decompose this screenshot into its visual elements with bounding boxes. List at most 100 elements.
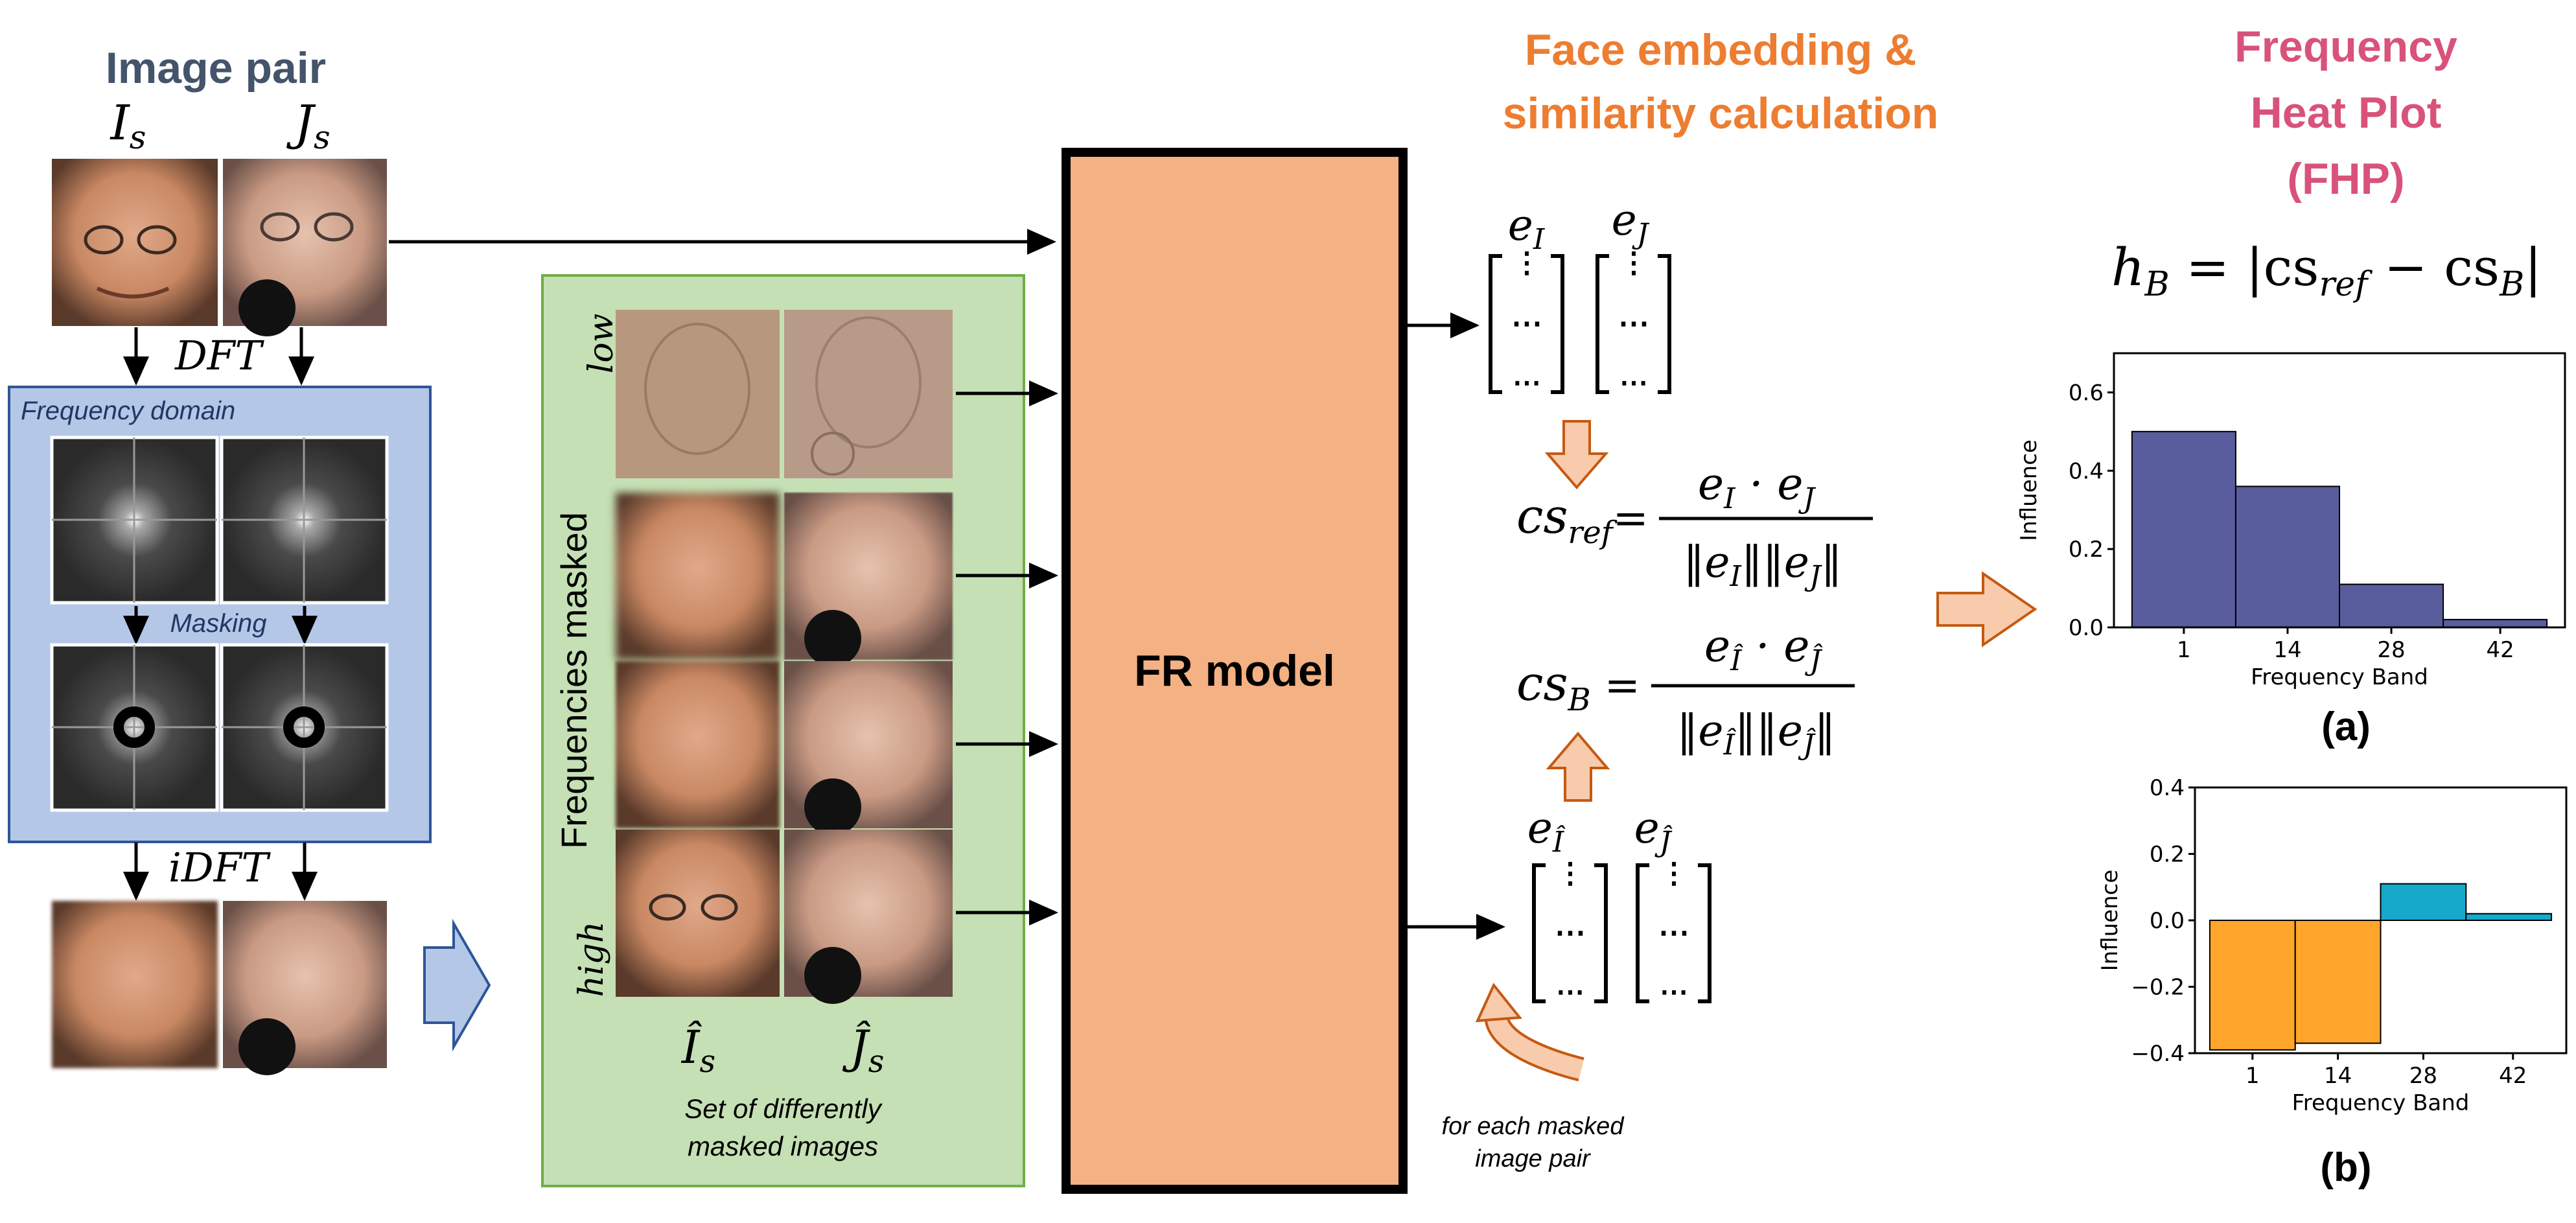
frequencies-masked-label: Frequencies masked <box>553 512 594 849</box>
masked-row-high <box>616 830 953 1004</box>
loop-note-line1: for each masked <box>1442 1113 1625 1140</box>
vector-dots: ⋯ <box>1556 976 1584 1008</box>
spectrum-top-left <box>50 436 219 605</box>
chart-b-ytick-label: 0.4 <box>2150 775 2185 801</box>
chart-a-label: (a) <box>2321 705 2371 749</box>
vector-dots: ⋯ <box>1618 307 1649 341</box>
chart-b-ylabel: Influence <box>2097 870 2123 972</box>
face-image-I-s-reconstructed <box>52 901 218 1068</box>
chart-b-ytick-label: 0.2 <box>2150 842 2185 868</box>
idft-label: iDFT <box>168 844 272 891</box>
label-e-I-hat: eÎ <box>1527 803 1566 859</box>
cs-ref-formula: csref= eI · eJ ‖eI‖‖eJ‖ <box>1516 459 1873 593</box>
label-e-J-hat: eĴ <box>1634 803 1673 859</box>
image-pair-title: Image pair <box>106 43 326 93</box>
loop-arrow-head <box>1475 983 1522 1023</box>
arrow-to-cs-B <box>1546 731 1610 802</box>
fhp-title-line1: Frequency <box>2234 22 2457 71</box>
fhp-title-line3: (FHP) <box>2287 154 2404 204</box>
chart-a-ylabel: Influence <box>2016 439 2042 541</box>
label-I-hat-s: Îs <box>680 1021 715 1080</box>
chart-a-xtick-label: 42 <box>2486 637 2514 663</box>
chart-b-label: (b) <box>2320 1145 2371 1190</box>
face-image-J-s <box>223 159 387 336</box>
chart-b-xtick-label: 1 <box>2245 1063 2260 1089</box>
chart-a-bar-42 <box>2443 618 2548 629</box>
face-image-J-s-reconstructed <box>223 901 387 1075</box>
vector-dots: ⋯ <box>1513 367 1541 399</box>
arrow-to-cs-ref <box>1544 420 1609 490</box>
vector-dots: ⋯ <box>1658 916 1689 950</box>
masking-label: Masking <box>170 609 267 638</box>
block-arrow-to-fhp <box>1936 571 2037 647</box>
chart-a-ytick-label: 0.2 <box>2069 537 2104 563</box>
chart-a-xtick-label: 28 <box>2377 637 2405 663</box>
vector-e-J-hat <box>1636 863 1712 1003</box>
vector-e-J <box>1595 254 1671 394</box>
chart-b-bar-14 <box>2294 920 2382 1044</box>
svg-text:eÎ · eĴ: eÎ · eĴ <box>1704 621 1823 677</box>
fhp-title-line2: Heat Plot <box>2251 88 2442 137</box>
masked-row-3 <box>616 661 953 835</box>
embedding-title-line2: similarity calculation <box>1503 89 1939 138</box>
chart-b-xtick-label: 14 <box>2324 1063 2352 1089</box>
vector-dots: ⋮ <box>1513 247 1541 279</box>
masked-row-2 <box>616 493 953 667</box>
svg-text:hB = |csref − csB|: hB = |csref − csB| <box>2111 237 2542 304</box>
masked-row-low <box>616 310 953 478</box>
fhp-formula: hB = |csref − csB| <box>2111 237 2542 304</box>
chart-a-xlabel: Frequency Band <box>2251 664 2428 690</box>
loop-note-line2: image pair <box>1475 1145 1591 1172</box>
svg-text:‖eÎ‖‖eĴ‖: ‖eÎ‖‖eĴ‖ <box>1677 706 1835 762</box>
chart-a-xtick-label: 14 <box>2273 637 2301 663</box>
cs-B-formula: csB = eÎ · eĴ ‖eÎ‖‖eĴ‖ <box>1516 621 1855 762</box>
low-label: low <box>582 314 621 373</box>
vector-e-I <box>1489 254 1564 394</box>
chart-a-bar-14 <box>2234 485 2340 629</box>
chart-b-ytick-label: 0.0 <box>2150 908 2185 934</box>
fr-model-box <box>1062 148 1408 1194</box>
fr-model-label: FR model <box>1134 646 1335 695</box>
svg-text:csB =: csB = <box>1516 656 1640 718</box>
chart-a-ytick-label: 0.4 <box>2069 458 2104 484</box>
vector-dots: ⋮ <box>1556 857 1584 889</box>
chart-b-xlabel: Frequency Band <box>2292 1090 2470 1116</box>
vector-dots: ⋯ <box>1619 367 1648 399</box>
loop-arrow-fill <box>1487 1009 1584 1079</box>
vector-e-I-hat <box>1532 863 1608 1003</box>
svg-text:csref=: csref= <box>1516 489 1649 551</box>
chart-b-bar-28 <box>2380 883 2467 921</box>
vector-dots: ⋯ <box>1511 307 1542 341</box>
svg-text:‖eI‖‖eJ‖: ‖eI‖‖eJ‖ <box>1683 537 1842 593</box>
chart-b-ytick-label: −0.2 <box>2131 975 2185 1001</box>
spectrum-masked-right <box>220 643 389 812</box>
label-I-s: Is <box>110 95 146 156</box>
frequency-domain-label: Frequency domain <box>21 397 235 425</box>
masked-caption-line2: masked images <box>688 1131 878 1161</box>
chart-a-bar-1 <box>2131 430 2236 628</box>
chart-b-bar-42 <box>2465 913 2553 921</box>
vector-dots: ⋮ <box>1660 857 1688 889</box>
chart-b-bar-1 <box>2209 920 2296 1051</box>
chart-b-xtick-label: 28 <box>2409 1063 2437 1089</box>
masked-caption-line1: Set of differently <box>684 1093 883 1124</box>
chart-b-ytick-label: −0.4 <box>2131 1041 2185 1067</box>
dft-label: DFT <box>174 332 265 379</box>
vector-dots: ⋯ <box>1660 976 1688 1008</box>
chart-a-ytick-label: 0.6 <box>2069 380 2104 406</box>
chart-b-xtick-label: 42 <box>2499 1063 2527 1089</box>
chart-a-frame <box>2113 352 2566 629</box>
label-J-s: Js <box>286 95 330 156</box>
svg-text:eI · eJ: eI · eJ <box>1698 459 1816 515</box>
vector-dots: ⋮ <box>1619 247 1648 279</box>
vector-dots: ⋯ <box>1555 916 1586 950</box>
spectrum-top-right <box>220 436 389 605</box>
embedding-title-line1: Face embedding & <box>1525 25 1917 75</box>
chart-a-xtick-label: 1 <box>2177 637 2191 663</box>
block-arrow-to-masked-set <box>423 918 491 1052</box>
chart-a-bar-28 <box>2339 583 2444 628</box>
label-e-J: eJ <box>1612 195 1650 251</box>
